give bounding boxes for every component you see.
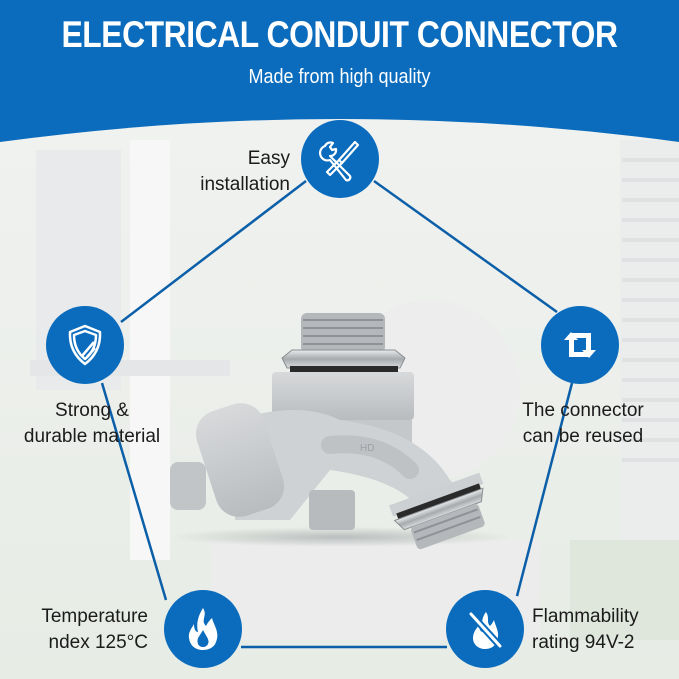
- repeat-arrows-icon: [541, 306, 619, 384]
- feature-text-line: Easy: [247, 148, 290, 169]
- flame-icon: [164, 590, 242, 668]
- feature-text-line: ndex 125°C: [48, 632, 149, 653]
- feature-text-line: Strong &: [55, 400, 129, 421]
- feature-text-line: durable material: [23, 426, 161, 447]
- wrench-screwdriver-icon: [301, 120, 379, 198]
- shield-icon: [46, 306, 124, 384]
- feature-label-easy-installation: Easy installation: [190, 146, 290, 198]
- connector-product-image: HD: [170, 313, 510, 550]
- feature-text-line: Temperature: [41, 606, 148, 627]
- feature-text-line: installation: [200, 174, 290, 195]
- feature-text-line: The connector: [522, 400, 644, 421]
- page-title: ELECTRICAL CONDUIT CONNECTOR: [61, 14, 618, 55]
- no-flame-icon: [446, 590, 524, 668]
- page-subtitle: Made from high quality: [248, 66, 431, 88]
- svg-text:HD: HD: [360, 443, 374, 454]
- feature-label-flammability: Flammability rating 94V-2: [532, 604, 672, 656]
- feature-text-line: rating 94V-2: [532, 632, 635, 653]
- feature-text-line: can be reused: [522, 426, 644, 447]
- feature-label-temperature: Temperature ndex 125°C: [12, 604, 148, 656]
- feature-label-reusable: The connector can be reused: [498, 398, 668, 450]
- feature-label-strong-durable: Strong & durable material: [8, 398, 176, 450]
- feature-text-line: Flammability: [532, 606, 639, 627]
